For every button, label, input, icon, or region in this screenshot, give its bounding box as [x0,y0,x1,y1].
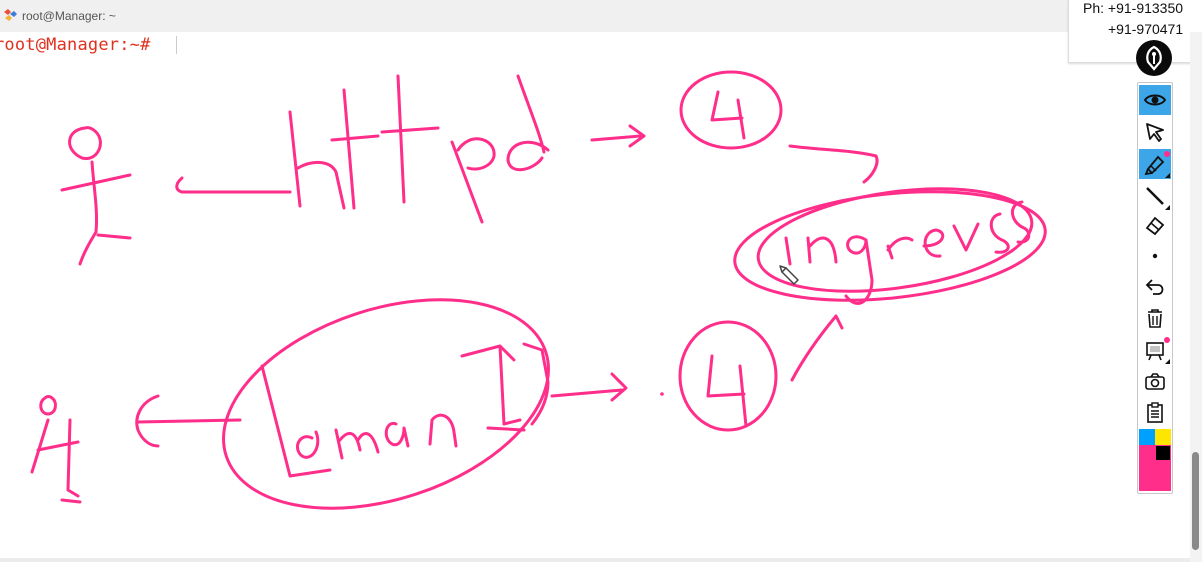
whiteboard-color-badge [1164,337,1170,343]
line-submenu-indicator [1165,205,1170,210]
arrow-back-bottom [135,394,242,448]
annotation-toolbar [1137,82,1173,494]
bottom-border [0,558,1190,562]
phone-number-1: Ph: +91-913350 [1083,0,1184,16]
text-cursor [176,36,177,54]
circle-node-top [679,70,783,150]
user-figure-top [60,126,132,266]
marker-color-badge [1164,151,1170,157]
color-palette [1139,429,1171,491]
marker-pen-icon[interactable] [1139,149,1171,179]
phone-number-2: +91-970471 [1108,21,1184,37]
circle-node-bottom [678,320,778,432]
arrow-node-to-ingress-bottom [790,314,844,382]
trash-icon[interactable] [1139,303,1171,333]
window-title-bar: root@Manager: ~ [0,0,1202,32]
arrow-httpd-to-node [590,124,646,148]
scrollbar-thumb[interactable] [1192,452,1199,550]
phone-overlay: Ph: +91-913350 +91-970471 [1068,0,1202,63]
terminal-app-icon [4,9,17,21]
pointer-arrow-icon[interactable] [1139,117,1171,147]
kamal-highlight [222,298,550,510]
camera-icon[interactable] [1139,367,1171,397]
pen-logo-icon[interactable] [1136,40,1172,76]
line-pen-icon[interactable] [1139,181,1171,211]
httpd-handwriting [288,74,550,224]
arrow-kamal-to-node [550,372,628,402]
pen-cursor-icon [779,265,799,285]
eye-icon[interactable] [1139,85,1171,115]
color-swatch-blue[interactable] [1139,429,1155,445]
window-title: root@Manager: ~ [22,9,116,23]
eraser-icon[interactable] [1139,211,1171,241]
terminal-prompt: root@Manager:~# [0,35,151,55]
ingress-highlight [733,187,1047,305]
marker-submenu-indicator [1165,173,1170,178]
color-swatch-yellow[interactable] [1155,429,1171,445]
user-figure-bottom [30,395,82,504]
clipboard-icon[interactable] [1139,397,1171,427]
terminal-scrollbar[interactable] [1190,32,1202,562]
whiteboard-submenu-indicator [1165,359,1170,364]
whiteboard-icon[interactable] [1139,335,1171,365]
undo-icon[interactable] [1139,271,1171,301]
arrow-dot [660,392,664,396]
arrow-node-to-ingress [788,144,879,184]
arrow-back-top [175,176,292,194]
dot-size-icon[interactable] [1139,241,1171,271]
color-swatch-black[interactable] [1156,446,1170,460]
terminal-area[interactable] [0,32,1190,562]
